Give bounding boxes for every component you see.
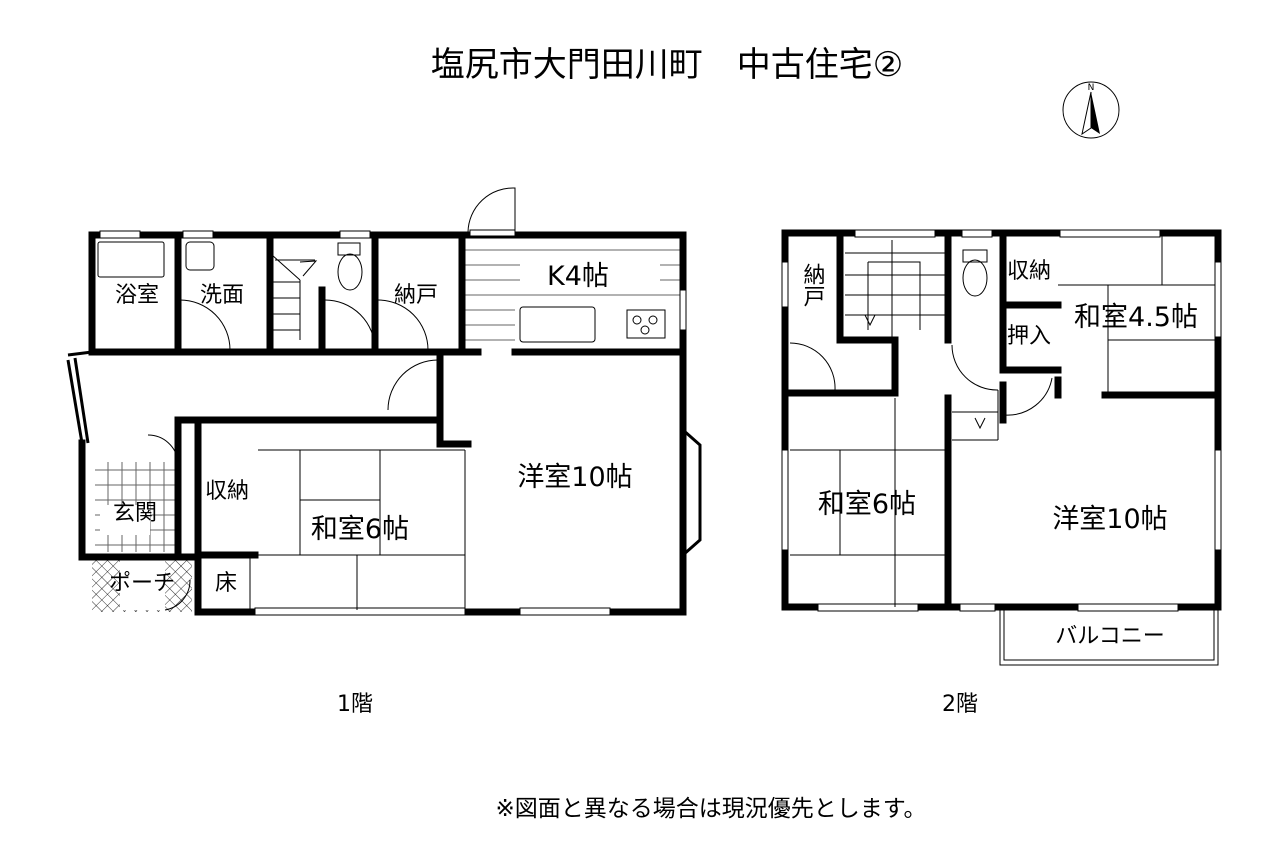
- kitchen-sink-icon: [519, 306, 596, 343]
- room-label-bath: 浴室: [115, 283, 159, 308]
- bathtub-icon: [97, 241, 165, 278]
- floor-2-plan: 納戸 収納 押入 和室4.5帖 和室6帖 洋室10帖 バルコニー 2階: [781, 229, 1222, 717]
- room-label-kitchen: K4帖: [547, 261, 609, 292]
- room-label-alcove: 床: [215, 571, 237, 596]
- sink-icon: [185, 241, 215, 271]
- room-label-closet: 納戸: [394, 283, 438, 308]
- room-label-storage-2f: 収納: [1007, 259, 1051, 284]
- room-label-closet-2f: 納戸: [800, 263, 826, 307]
- toilet-icon: [337, 253, 363, 291]
- room-label-entrance: 玄関: [113, 501, 157, 526]
- compass-north-label: N: [1088, 83, 1095, 93]
- room-label-washroom: 洗面: [200, 283, 244, 308]
- room-label-porch: ポーチ: [109, 571, 175, 596]
- compass-icon: N: [1062, 81, 1120, 139]
- room-label-japanese6-2f: 和室6帖: [818, 489, 916, 520]
- toilet-icon-2f: [962, 259, 988, 297]
- room-label-japanese: 和室6帖: [311, 514, 409, 545]
- room-label-balcony: バルコニー: [1055, 624, 1165, 649]
- floor-1-plan: 浴室 洗面 納戸 K4帖 洋室10帖 収納 和室6帖 玄関 ポーチ 床 1階: [66, 187, 702, 717]
- room-label-storage: 収納: [205, 479, 249, 504]
- floor-2-label: 2階: [942, 692, 978, 717]
- room-label-oshiire: 押入: [1007, 324, 1051, 349]
- room-label-western: 洋室10帖: [517, 462, 632, 493]
- floor-1-label: 1階: [337, 692, 373, 717]
- stove-icon: [626, 309, 666, 339]
- room-label-western-2f: 洋室10帖: [1052, 504, 1167, 535]
- page-title: 塩尻市大門田川町 中古住宅②: [431, 45, 903, 85]
- disclaimer-note: ※図面と異なる場合は現況優先とします。: [496, 796, 927, 822]
- room-label-japanese45: 和室4.5帖: [1074, 302, 1198, 333]
